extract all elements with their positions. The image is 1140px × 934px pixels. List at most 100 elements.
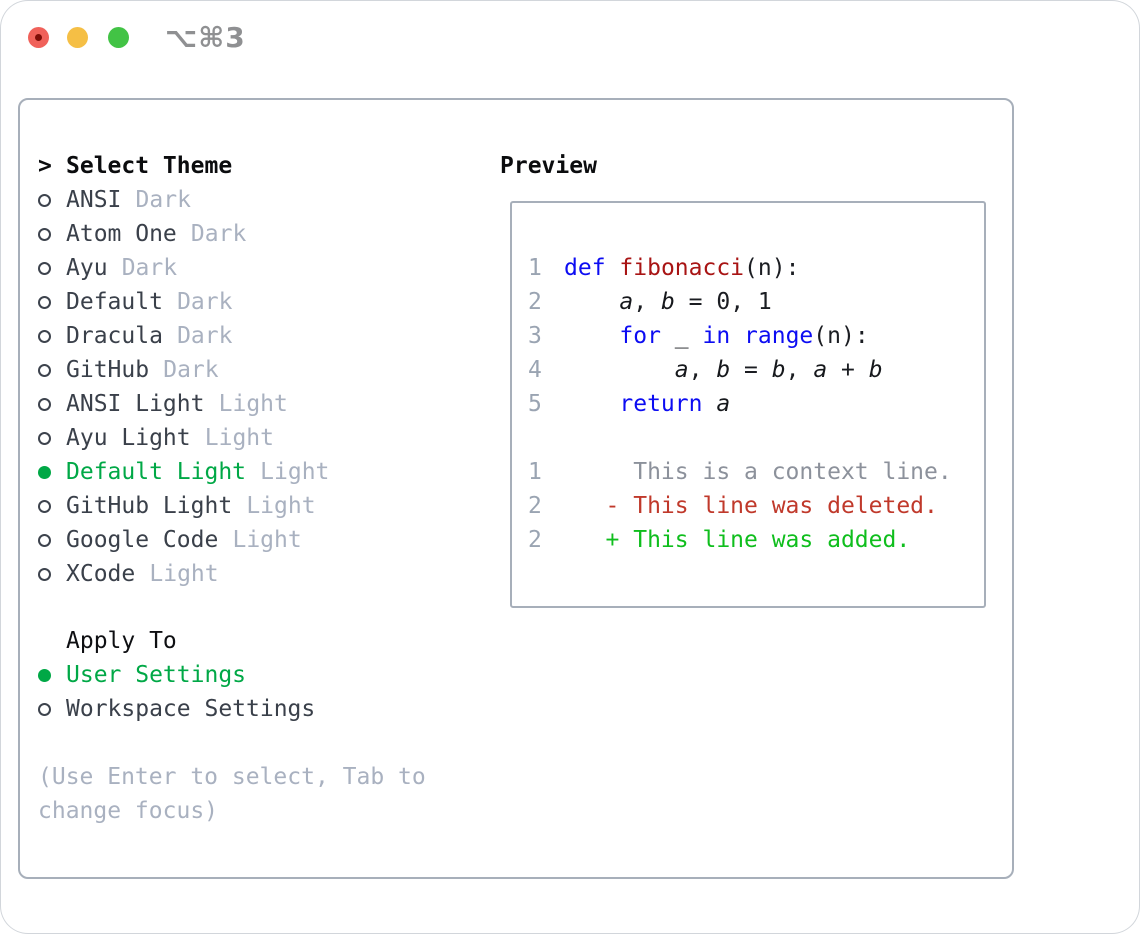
option-label: Atom One — [66, 221, 177, 247]
code-segment: , — [688, 357, 717, 383]
radio-unselected-icon — [38, 227, 66, 241]
apply-option-workspace-settings[interactable]: Workspace Settings — [38, 692, 474, 726]
code-segment: (n): — [813, 323, 869, 349]
radio-circle — [38, 363, 51, 377]
option-label: ANSI — [66, 187, 122, 213]
variant-label: Light — [246, 493, 316, 519]
radio-circle — [38, 193, 51, 207]
radio-circle — [38, 295, 51, 309]
code-segment: b — [660, 289, 675, 315]
window-title: ⌥⌘3 — [165, 21, 246, 54]
apply-to-title: Apply To — [66, 628, 177, 654]
select-theme-header: > Select Theme — [38, 149, 474, 183]
code-segment: a — [813, 357, 828, 383]
radio-circle — [38, 499, 51, 513]
option-label: Google Code — [66, 527, 219, 553]
theme-option-default[interactable]: Default Dark — [38, 285, 474, 319]
code-text: def fibonacci(n): — [564, 255, 799, 281]
code-segment — [730, 323, 744, 349]
code-segment: This is a context line. — [564, 459, 952, 485]
radio-circle — [38, 702, 51, 716]
radio-circle — [38, 261, 51, 275]
minimize-button[interactable] — [67, 27, 88, 48]
code-segment: , — [633, 289, 661, 315]
option-label: Default — [66, 289, 163, 315]
variant-label: Light — [260, 459, 330, 485]
code-line: 3 for _ in range(n): — [528, 319, 984, 353]
theme-option-default-light[interactable]: Default Light Light — [38, 455, 474, 489]
radio-unselected-icon — [38, 363, 66, 377]
variant-label: Dark — [163, 357, 219, 383]
variant-label: Light — [218, 391, 288, 417]
code-line — [528, 421, 984, 455]
maximize-button[interactable] — [108, 27, 129, 48]
code-line: 1 def fibonacci(n): — [528, 251, 984, 285]
code-segment: fibonacci — [619, 255, 745, 281]
radio-unselected-icon — [38, 499, 66, 513]
radio-unselected-icon — [38, 295, 66, 309]
theme-option-xcode[interactable]: XCode Light — [38, 557, 474, 591]
code-segment: , — [785, 357, 814, 383]
option-label: Default Light — [66, 459, 247, 485]
code-preview: 1 def fibonacci(n): 2 a, b = 0, 1 3 for _ i… — [528, 251, 984, 557]
code-segment: a — [619, 289, 634, 315]
code-line: 2 + This line was added. — [528, 523, 984, 557]
variant-label: Light — [149, 561, 219, 587]
radio-unselected-icon — [38, 567, 66, 581]
radio-selected-icon — [38, 465, 66, 479]
code-text: a, b = 0, 1 — [564, 289, 772, 315]
code-text: for _ in range(n): — [564, 323, 869, 349]
apply-option-user-settings[interactable]: User Settings — [38, 658, 474, 692]
option-label: XCode — [66, 561, 136, 587]
variant-label: Dark — [190, 221, 247, 247]
radio-unselected-icon — [38, 261, 66, 275]
variant-label: Dark — [177, 289, 233, 315]
line-number: 3 — [528, 323, 542, 349]
preview-title: Preview — [500, 153, 597, 179]
radio-unselected-icon — [38, 397, 66, 411]
radio-unselected-icon — [38, 329, 66, 343]
select-theme-title: Select Theme — [66, 153, 233, 179]
code-segment: (n): — [744, 255, 800, 281]
code-segment — [564, 323, 619, 349]
theme-option-atom-one[interactable]: Atom One Dark — [38, 217, 474, 251]
theme-option-github[interactable]: GitHub Dark — [38, 353, 474, 387]
code-segment: a — [674, 357, 689, 383]
code-line: 5 return a — [528, 387, 984, 421]
close-button[interactable] — [28, 27, 49, 48]
theme-option-github-light[interactable]: GitHub Light Light — [38, 489, 474, 523]
code-segment — [564, 357, 675, 383]
radio-unselected-icon — [38, 533, 66, 547]
code-segment: = 0, 1 — [674, 289, 772, 315]
option-label: Dracula — [66, 323, 163, 349]
code-segment — [702, 391, 716, 417]
line-number: 1 — [528, 255, 542, 281]
option-label: GitHub Light — [66, 493, 233, 519]
code-text: - This line was deleted. — [564, 493, 938, 519]
code-segment: b — [771, 357, 786, 383]
preview-box: 1 def fibonacci(n): 2 a, b = 0, 1 3 for _ i… — [510, 201, 986, 608]
option-label: GitHub — [66, 357, 150, 383]
line-number: 2 — [528, 493, 542, 519]
code-line: 2 - This line was deleted. — [528, 489, 984, 523]
option-label: User Settings — [66, 662, 247, 688]
hint-text: (Use Enter to select, Tab to change focu… — [38, 764, 426, 824]
code-segment: = — [730, 357, 772, 383]
radio-circle — [38, 431, 51, 445]
preview-column: Preview 1 def fibonacci(n): 2 a, b = 0, 1 3… — [500, 149, 986, 608]
code-text: This is a context line. — [564, 459, 952, 485]
code-segment: + This line was added. — [564, 527, 911, 553]
line-number: 1 — [528, 459, 542, 485]
line-number: 2 — [528, 527, 542, 553]
option-label: Workspace Settings — [66, 696, 316, 722]
code-segment — [564, 391, 619, 417]
